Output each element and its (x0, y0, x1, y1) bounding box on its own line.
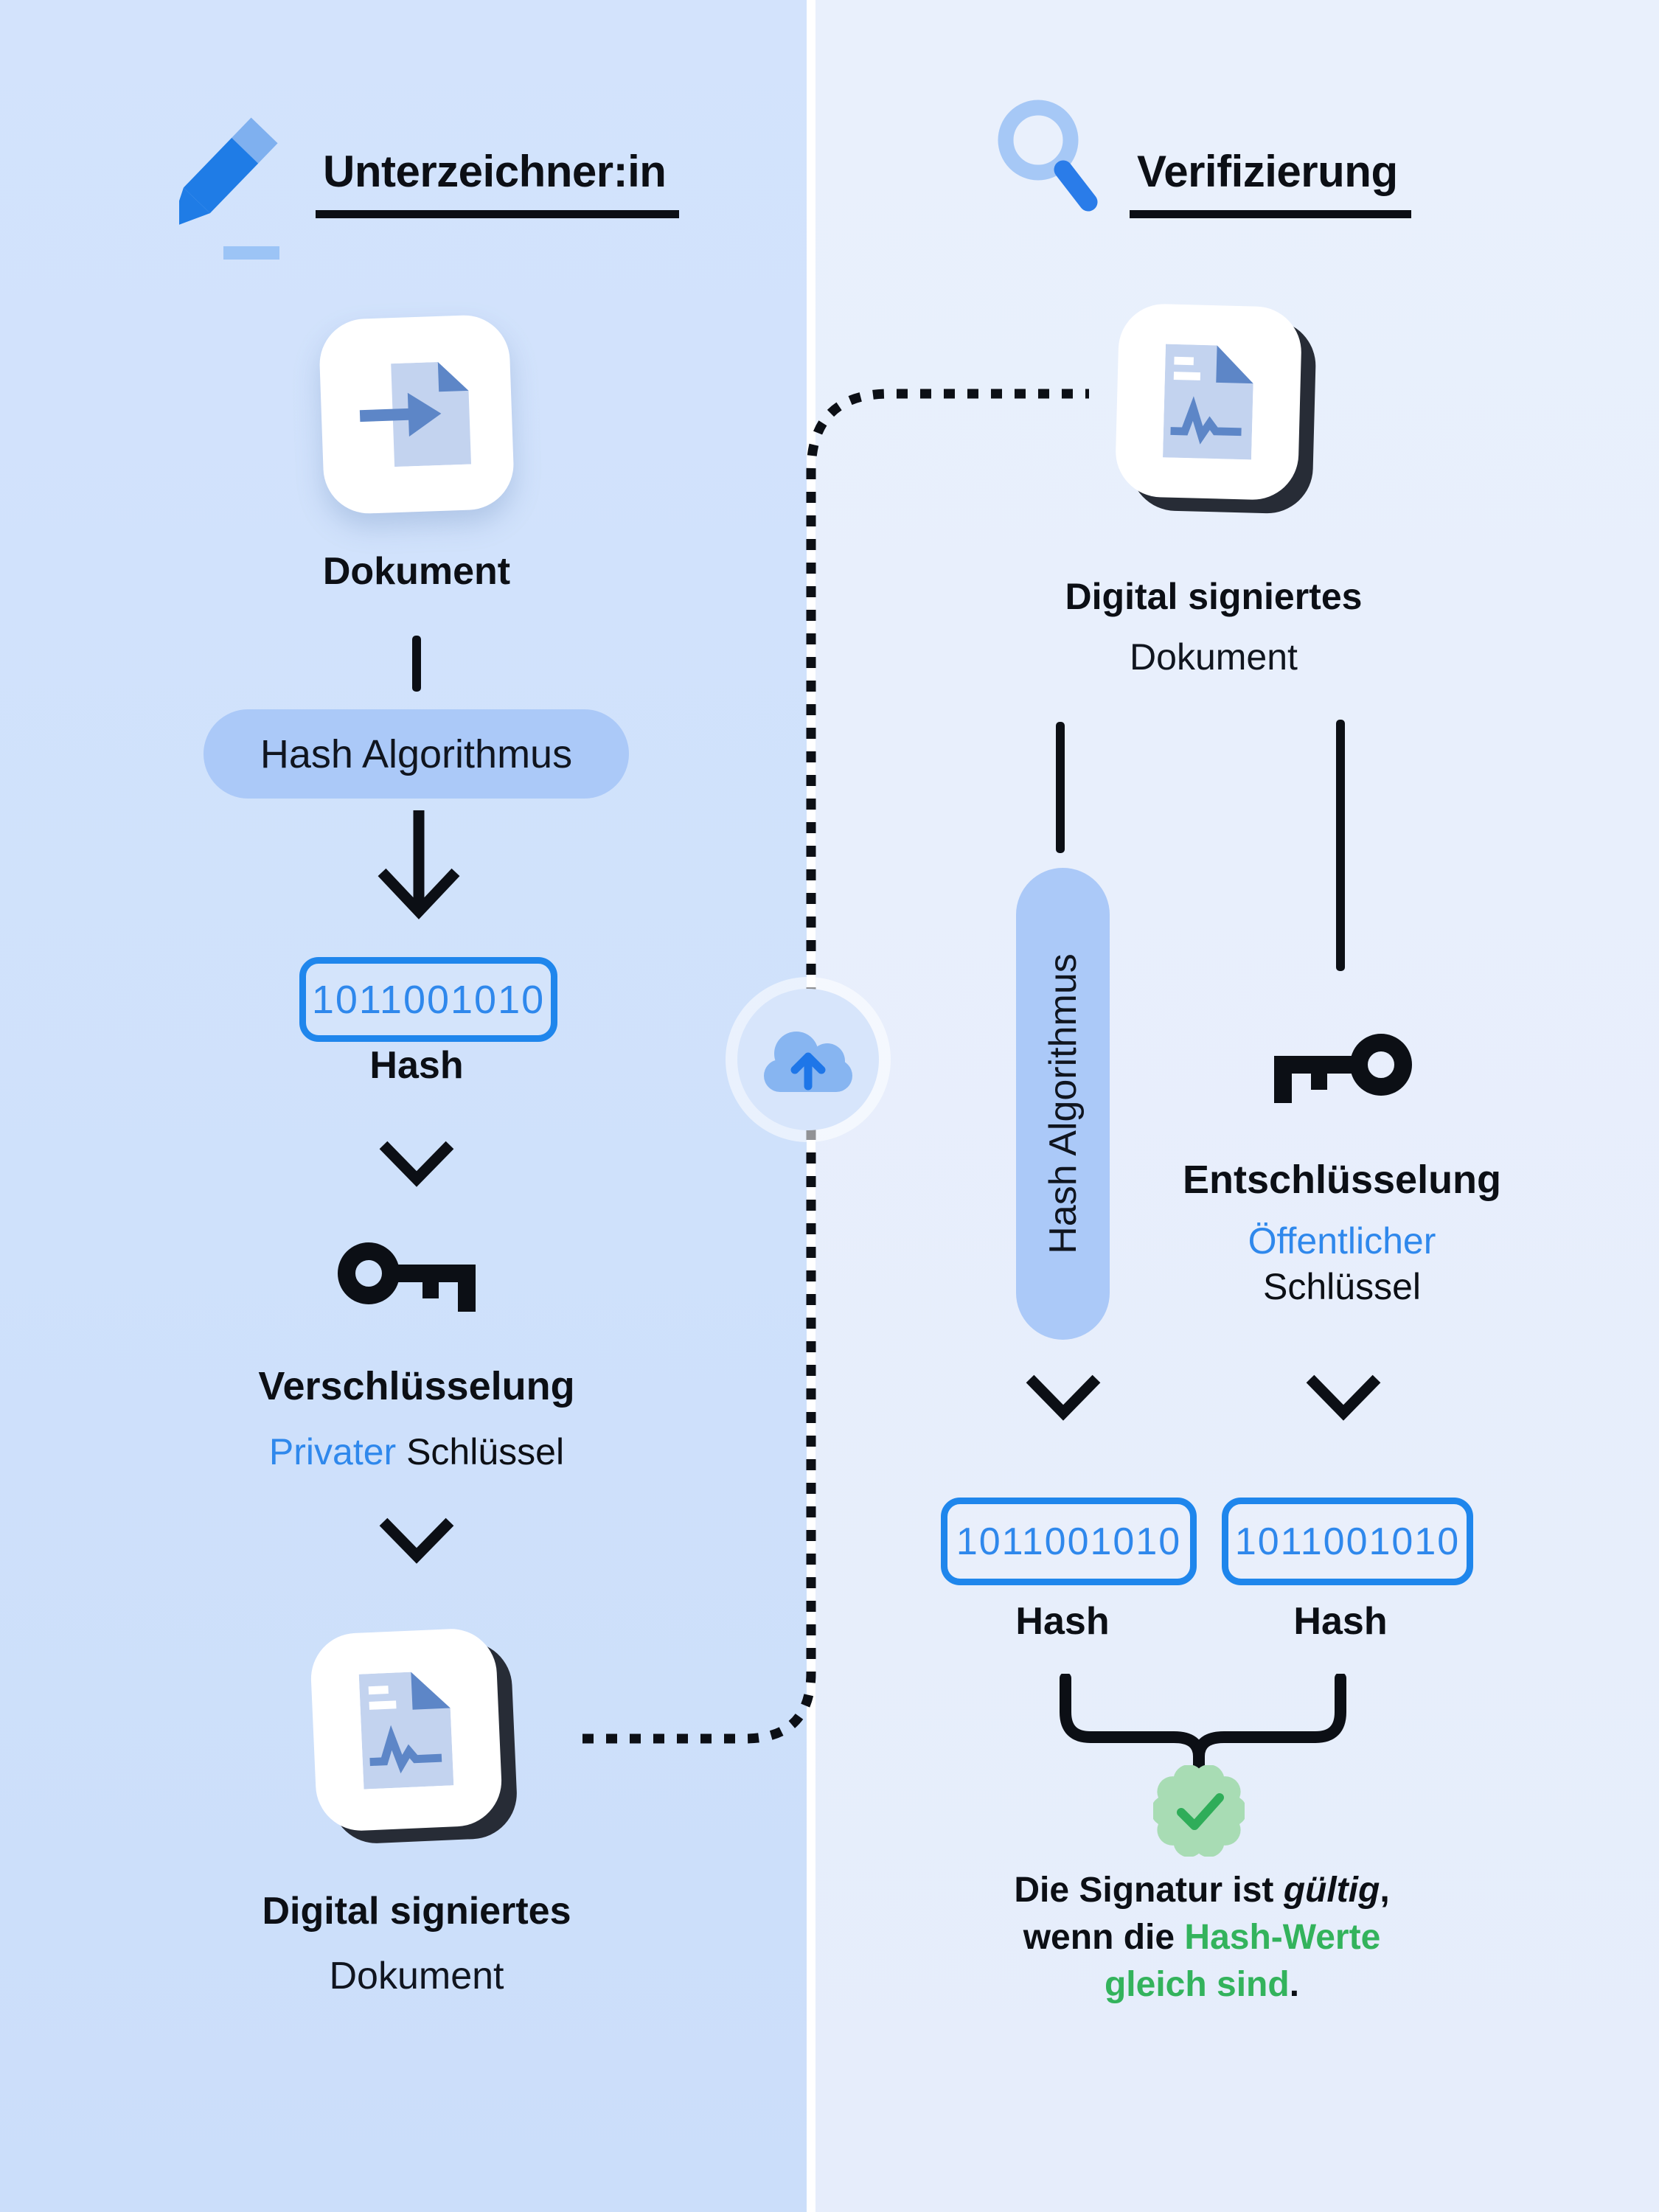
hash-value: 1011001010 (956, 1520, 1182, 1563)
verdict-line1: Die Signatur ist gültig, (1014, 1871, 1390, 1910)
cloud-upload-icon (764, 1032, 852, 1092)
signed-document-icon (358, 1672, 454, 1790)
verdict-line2: wenn die Hash-Werte (1023, 1918, 1381, 1957)
merge-brace (1060, 1674, 1346, 1778)
signer-title: Unterzeichner:in (316, 146, 680, 218)
connector-line (1336, 720, 1345, 971)
hash-caption: Hash (1293, 1600, 1388, 1643)
hash-algorithm-pill: Hash Algorithmus (204, 709, 629, 799)
signed-document-label: Digital signiertes Dokument (195, 1879, 638, 2008)
signed-document-icon (1163, 344, 1253, 460)
verdict-italic: gültig (1283, 1871, 1380, 1910)
document-import-icon (359, 361, 471, 467)
hash-caption: Hash (369, 1044, 464, 1087)
key-icon (338, 1242, 476, 1312)
document-card (318, 313, 515, 515)
check-badge-icon (1153, 1765, 1245, 1857)
hash-value: 1011001010 (311, 977, 546, 1022)
private-key-type: Privater (268, 1431, 397, 1472)
signed-label-line1: Digital signiertes (262, 1890, 571, 1933)
verdict-highlight: Hash-Werte (1184, 1918, 1381, 1957)
pencil-icon (179, 117, 279, 260)
key-icon (1274, 1034, 1412, 1103)
signed-document-card (309, 1627, 504, 1833)
connector-line (1056, 722, 1065, 853)
hash-value-box: 1011001010 (299, 957, 557, 1042)
signed-label-line1: Digital signiertes (1065, 576, 1363, 617)
chevron-down-icon (1026, 1374, 1101, 1421)
arrow-down-icon (378, 810, 460, 919)
connector-line (412, 636, 421, 692)
hash-value: 1011001010 (1234, 1520, 1461, 1563)
signed-label-line2: Dokument (329, 1955, 504, 1997)
hash-caption: Hash (1015, 1600, 1110, 1643)
document-label: Dokument (322, 550, 511, 593)
signed-document-card (1114, 302, 1303, 501)
verdict-highlight: gleich sind (1104, 1965, 1290, 2004)
chevron-down-icon (1306, 1374, 1381, 1421)
public-key-type: Öffentlicher (1248, 1220, 1436, 1262)
hash-value-box: 1011001010 (1222, 1498, 1473, 1585)
cloud-circle (737, 989, 879, 1130)
signed-document-label: Digital signiertes Dokument (992, 566, 1435, 687)
chevron-down-icon (379, 1517, 454, 1564)
private-key-label: Privater Schlüssel (195, 1430, 638, 1473)
search-icon (998, 100, 1098, 212)
verification-header: Verifizierung (1130, 146, 1411, 218)
verification-title: Verifizierung (1130, 146, 1411, 218)
private-key-noun: Schlüssel (396, 1431, 565, 1472)
decryption-title: Entschlüsselung (1182, 1158, 1502, 1202)
signer-header: Unterzeichner:in (316, 146, 680, 218)
chevron-down-icon (379, 1141, 454, 1187)
hash-value-box: 1011001010 (941, 1498, 1197, 1585)
hash-algorithm-label: Hash Algorithmus (260, 731, 573, 776)
encryption-title: Verschlüsselung (258, 1364, 575, 1408)
hash-algorithm-pill-vertical: Hash Algorithmus (1016, 868, 1110, 1340)
verdict-text: Die Signatur ist gültig, wenn die Hash-W… (966, 1867, 1438, 2008)
public-key-noun: Schlüssel (1263, 1266, 1421, 1307)
verdict-line3: gleich sind. (1104, 1965, 1300, 2004)
signed-label-line2: Dokument (1130, 636, 1298, 678)
public-key-label: Öffentlicher Schlüssel (1121, 1218, 1563, 1310)
hash-algorithm-label: Hash Algorithmus (1041, 953, 1085, 1254)
